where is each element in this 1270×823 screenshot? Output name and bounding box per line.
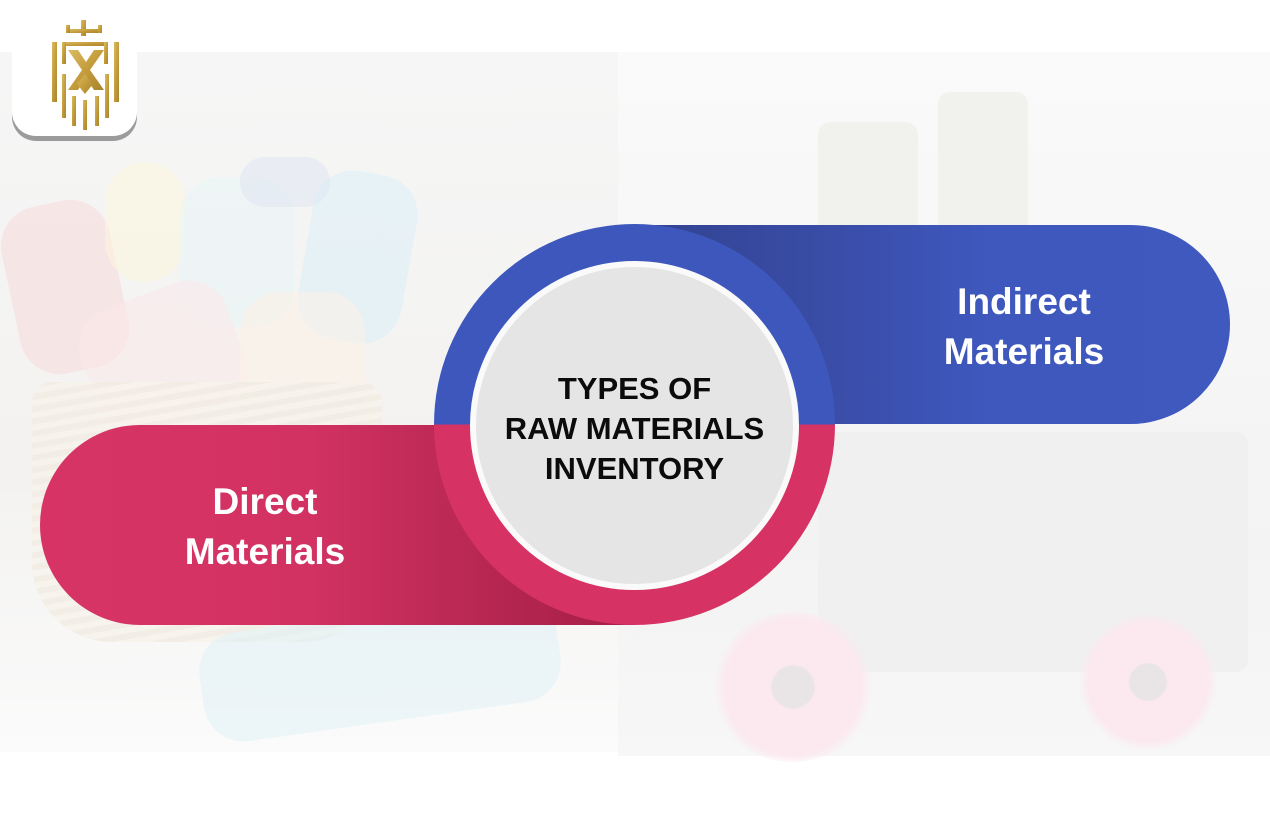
direct-materials-line-2: Materials xyxy=(184,531,346,572)
logo-tile[interactable] xyxy=(12,8,137,136)
crown-shield-logo-icon xyxy=(52,20,119,130)
direct-materials-line-1: Direct xyxy=(212,481,318,522)
center-title-line-2: RAW MATERIALS xyxy=(504,410,765,446)
center-title: TYPES OF RAW MATERIALS INVENTORY xyxy=(505,369,764,489)
indirect-materials-label: Indirect Materials xyxy=(894,277,1154,377)
center-title-line-3: INVENTORY xyxy=(544,450,725,486)
indirect-materials-line-1: Indirect xyxy=(957,281,1091,322)
spray-bottle xyxy=(818,122,918,242)
towel-yellow xyxy=(105,162,185,282)
flower-right xyxy=(1078,612,1218,752)
center-circle: TYPES OF RAW MATERIALS INVENTORY xyxy=(470,261,799,590)
direct-materials-label: Direct Materials xyxy=(135,477,395,577)
indirect-materials-line-2: Materials xyxy=(943,331,1105,372)
center-title-line-1: TYPES OF xyxy=(557,370,712,406)
flower-left xyxy=(708,612,878,762)
